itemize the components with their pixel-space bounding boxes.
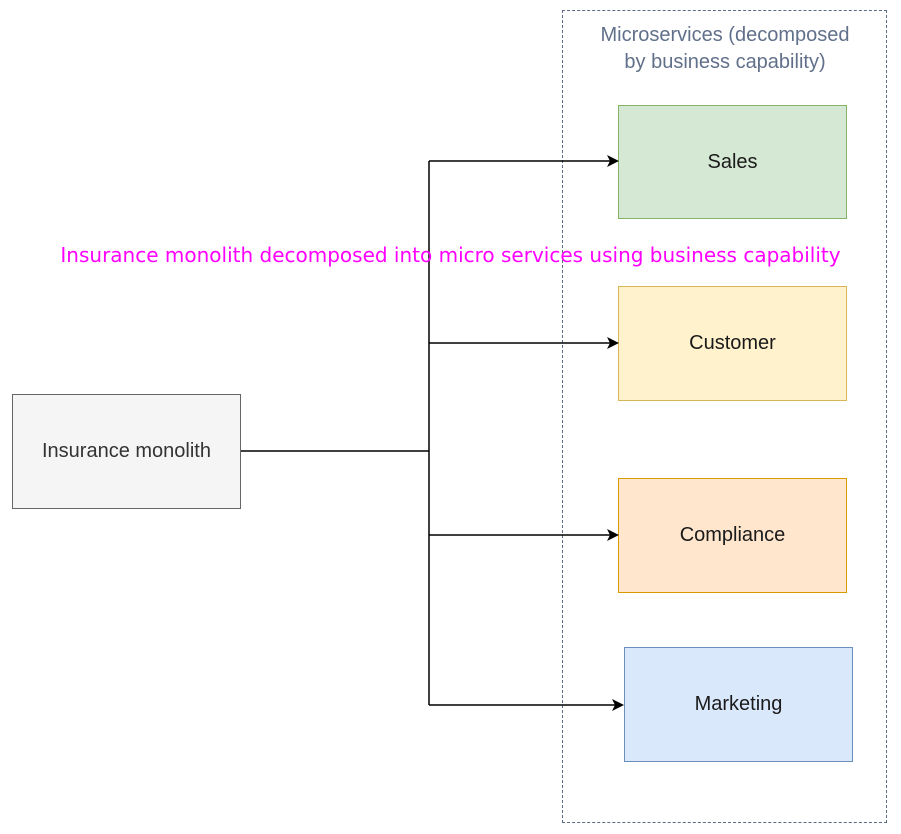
service-node-sales[interactable]: Sales — [618, 105, 847, 219]
diagram-caption: Insurance monolith decomposed into micro… — [60, 243, 841, 267]
microservices-group-container — [562, 10, 887, 823]
group-label-line-1: Microservices (decomposed — [600, 24, 850, 46]
service-node-label: Compliance — [679, 524, 786, 546]
service-node-label: Sales — [707, 150, 758, 173]
service-node-label: Marketing — [694, 693, 783, 715]
service-node-customer[interactable]: Customer — [618, 286, 847, 401]
group-label-line-2: by business capability) — [624, 51, 826, 73]
service-node-marketing[interactable]: Marketing — [624, 647, 853, 762]
service-node-label: Customer — [689, 332, 776, 354]
microservices-group-label: Microservices (decomposed by business ca… — [566, 22, 884, 76]
service-node-compliance[interactable]: Compliance — [618, 478, 847, 593]
insurance-monolith-node[interactable]: Insurance monolith — [12, 394, 241, 509]
monolith-node-label: Insurance monolith — [42, 440, 211, 462]
